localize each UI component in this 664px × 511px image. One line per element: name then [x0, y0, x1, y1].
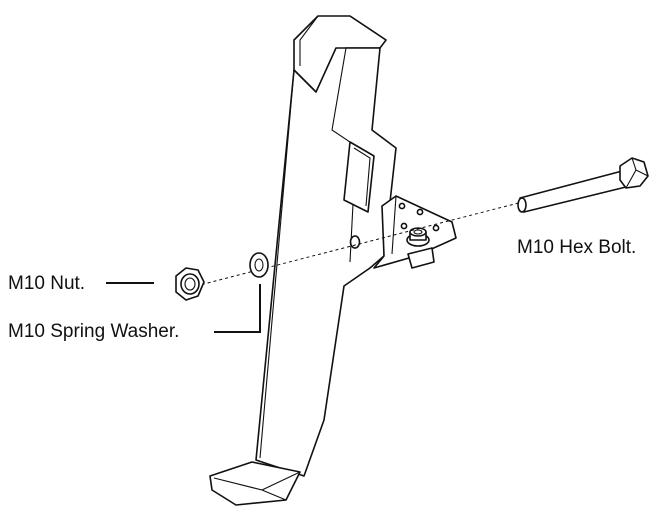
- spring-washer-label: M10 Spring Washer.: [8, 321, 180, 342]
- hex-nut: [175, 267, 205, 301]
- bracket-arm: [209, 15, 397, 506]
- washer-leader-line: [214, 284, 261, 333]
- nut-label: M10 Nut.: [8, 273, 86, 294]
- hex-bolt-label: M10 Hex Bolt.: [517, 237, 637, 258]
- hex-bolt: [517, 157, 649, 213]
- spring-washer: [249, 252, 269, 278]
- plate-fastener: [406, 227, 430, 247]
